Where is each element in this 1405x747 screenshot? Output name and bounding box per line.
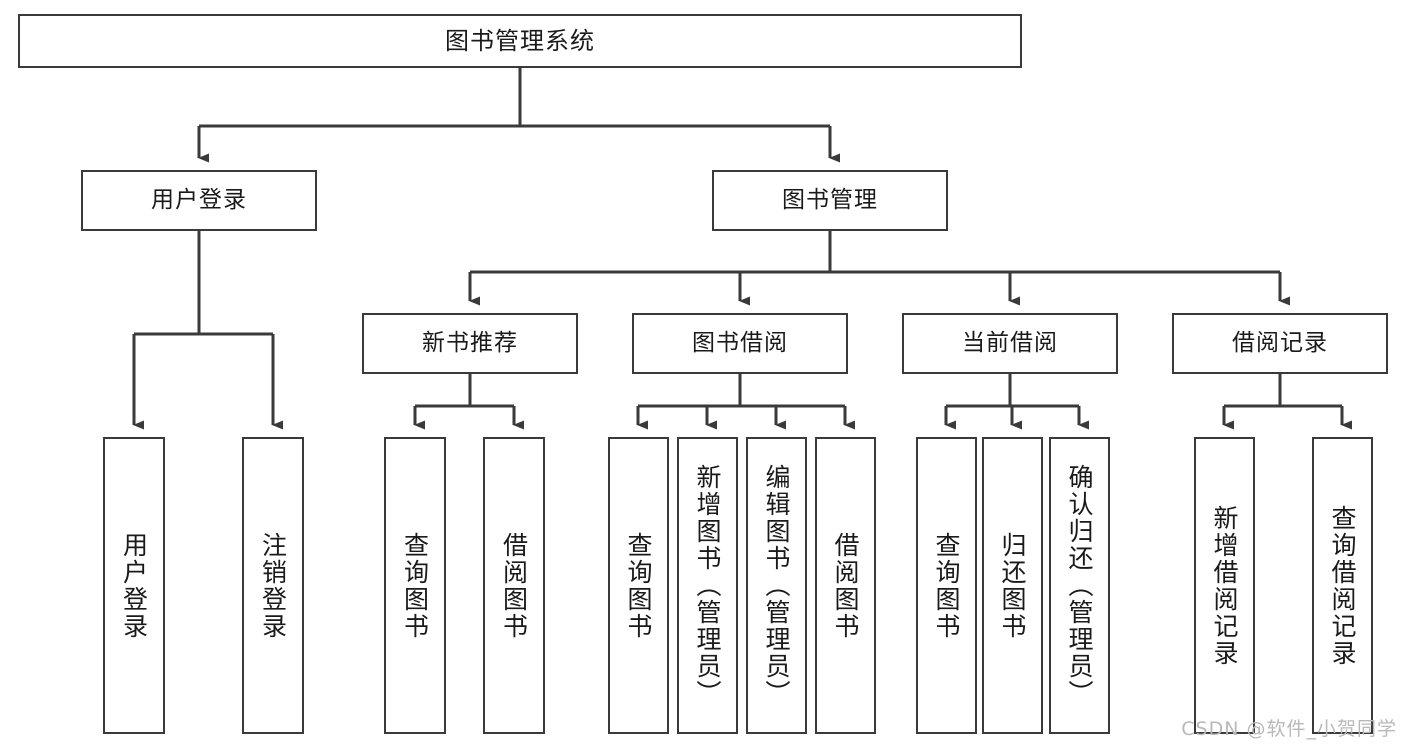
node-current-borrow-label: 当前借阅 bbox=[962, 329, 1058, 356]
node-leaf-borrow-book-2-label: 借阅图书 bbox=[831, 531, 860, 640]
node-leaf-add-record-label: 新增借阅记录 bbox=[1210, 504, 1239, 667]
node-leaf-query-book-3[interactable]: 查询图书 bbox=[916, 437, 977, 734]
node-book-manage[interactable]: 图书管理 bbox=[712, 170, 948, 231]
node-leaf-query-book-2[interactable]: 查询图书 bbox=[608, 437, 669, 734]
node-leaf-logout-label: 注销登录 bbox=[258, 531, 288, 640]
node-leaf-borrow-book-1[interactable]: 借阅图书 bbox=[483, 437, 545, 734]
node-root[interactable]: 图书管理系统 bbox=[18, 14, 1022, 68]
node-leaf-return-book-label: 归还图书 bbox=[998, 531, 1027, 640]
node-leaf-add-record[interactable]: 新增借阅记录 bbox=[1194, 437, 1255, 734]
node-leaf-add-book[interactable]: 新增图书（管理员） bbox=[677, 437, 738, 734]
node-new-book-rec-label: 新书推荐 bbox=[422, 329, 518, 356]
node-leaf-borrow-book-2[interactable]: 借阅图书 bbox=[815, 437, 876, 734]
node-leaf-edit-book-label: 编辑图书（管理员） bbox=[762, 464, 791, 707]
node-book-borrow-label: 图书借阅 bbox=[692, 329, 788, 356]
node-new-book-rec[interactable]: 新书推荐 bbox=[362, 313, 578, 374]
node-current-borrow[interactable]: 当前借阅 bbox=[902, 313, 1118, 374]
node-leaf-confirm-return-label: 确认归还（管理员） bbox=[1065, 464, 1094, 707]
node-leaf-add-book-label: 新增图书（管理员） bbox=[693, 464, 722, 707]
node-user-login-label: 用户登录 bbox=[151, 186, 247, 213]
node-user-login[interactable]: 用户登录 bbox=[81, 170, 317, 231]
node-leaf-confirm-return[interactable]: 确认归还（管理员） bbox=[1049, 437, 1110, 734]
node-leaf-query-book-2-label: 查询图书 bbox=[624, 531, 653, 640]
node-borrow-record-label: 借阅记录 bbox=[1232, 329, 1328, 356]
node-leaf-return-book[interactable]: 归还图书 bbox=[982, 437, 1043, 734]
node-leaf-query-book-1-label: 查询图书 bbox=[400, 531, 430, 640]
node-leaf-user-login-label: 用户登录 bbox=[119, 531, 149, 640]
node-leaf-query-book-1[interactable]: 查询图书 bbox=[384, 437, 446, 734]
node-book-borrow[interactable]: 图书借阅 bbox=[632, 313, 848, 374]
node-leaf-query-record[interactable]: 查询借阅记录 bbox=[1312, 437, 1373, 734]
node-leaf-logout[interactable]: 注销登录 bbox=[242, 437, 304, 734]
node-leaf-query-record-label: 查询借阅记录 bbox=[1328, 504, 1357, 667]
node-leaf-borrow-book-1-label: 借阅图书 bbox=[499, 531, 529, 640]
node-leaf-user-login[interactable]: 用户登录 bbox=[103, 437, 165, 734]
csdn-watermark: CSDN @软件_小贺同学 bbox=[1181, 718, 1397, 740]
node-borrow-record[interactable]: 借阅记录 bbox=[1172, 313, 1388, 374]
node-leaf-query-book-3-label: 查询图书 bbox=[932, 531, 961, 640]
node-leaf-edit-book[interactable]: 编辑图书（管理员） bbox=[746, 437, 807, 734]
node-root-label: 图书管理系统 bbox=[445, 26, 595, 55]
node-book-manage-label: 图书管理 bbox=[782, 186, 878, 213]
